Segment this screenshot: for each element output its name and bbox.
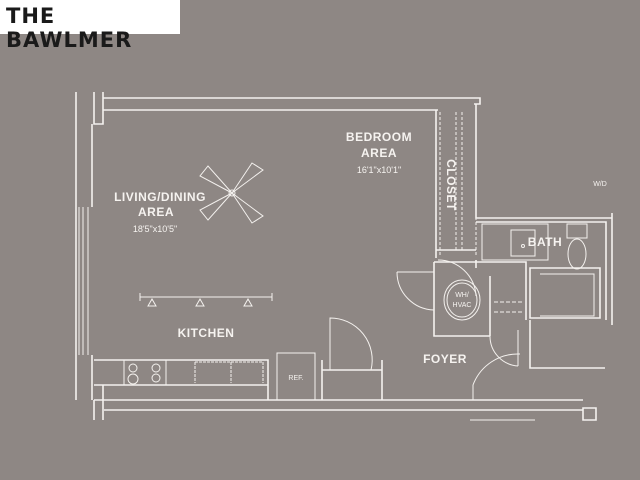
closet xyxy=(436,112,477,297)
walls xyxy=(75,92,613,421)
living-dimensions: 18'5"x10'5" xyxy=(133,224,177,234)
ceiling-fan-icon xyxy=(199,162,264,224)
wd-label: W/D xyxy=(593,181,607,188)
foyer-label: FOYER xyxy=(423,352,467,366)
utility-closet xyxy=(396,261,527,367)
ref-label: REF. xyxy=(288,375,303,382)
bath xyxy=(475,223,605,369)
wh-label-2: HVAC xyxy=(453,302,472,309)
bedroom-dimensions: 16'1"x10'1" xyxy=(357,165,401,175)
bedroom-label-2: AREA xyxy=(361,146,397,160)
window-left xyxy=(78,207,89,355)
bedroom-label-1: BEDROOM xyxy=(346,130,412,144)
wh-label-1: WH/ xyxy=(455,292,469,299)
living-label-2: AREA xyxy=(138,205,174,219)
living-label-1: LIVING/DINING xyxy=(114,190,206,204)
plan-title: THE BAWLMER xyxy=(6,4,133,52)
track-light xyxy=(139,293,273,307)
kitchen-label: KITCHEN xyxy=(178,326,235,340)
bath-label: BATH xyxy=(528,235,562,249)
entry-door xyxy=(470,353,535,421)
closet-label: CLOSET xyxy=(444,159,458,211)
title-box: THE BAWLMER xyxy=(0,0,180,52)
kitchen-counter xyxy=(94,317,383,401)
